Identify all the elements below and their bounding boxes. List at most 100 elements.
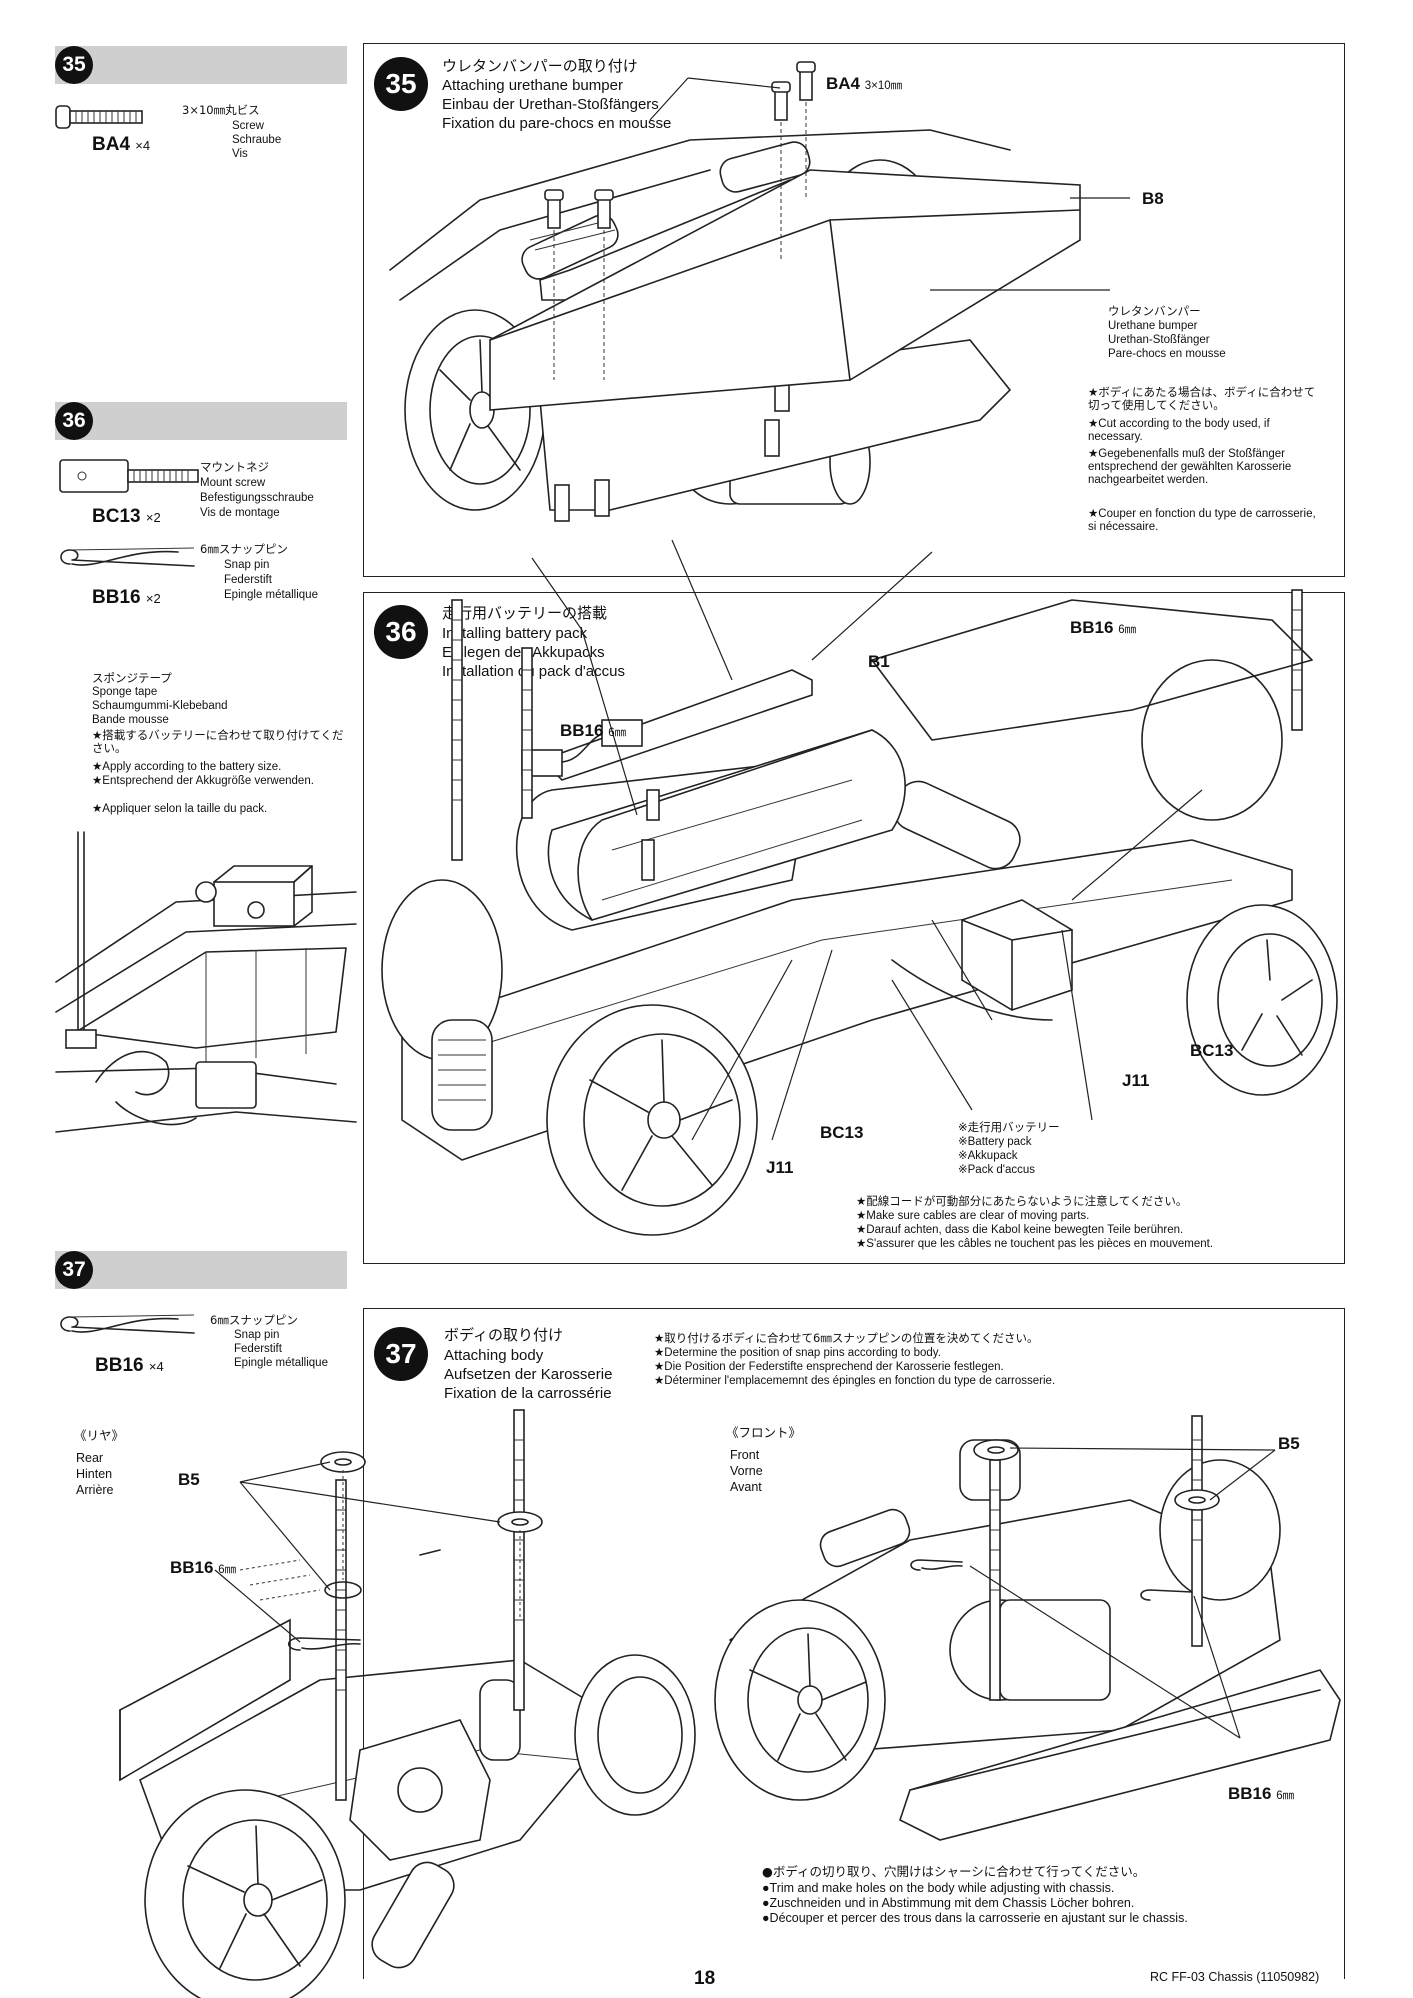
bc13-name-ja: マウントネジ <box>200 460 269 474</box>
sponge-name-de: Schaumgummi-Klebeband <box>92 700 228 712</box>
step36-bb16-left-label: BB16 6㎜ <box>560 721 627 740</box>
step37-sidebar-bar <box>55 1251 347 1289</box>
step36-sidebar-number: 36 <box>55 402 93 440</box>
bb16-s36-name-fr: Epingle métallique <box>224 589 318 601</box>
snap-pin-icon <box>60 1314 195 1334</box>
trim-note-de: ●Zuschneiden und in Abstimmung mit dem C… <box>762 1896 1135 1910</box>
step35-title-ja: ウレタンバンパーの取り付け <box>442 57 638 75</box>
step37-note-fr: ★Déterminer l'emplacememnt des épingles … <box>654 1375 1056 1387</box>
step35-note-en: ★Cut according to the body used, if nece… <box>1088 418 1270 443</box>
bumper-name-de: Urethan-Stoßfänger <box>1108 334 1210 346</box>
step37-title-en: Attaching body <box>444 1347 544 1364</box>
rear-label-fr: Arrière <box>76 1483 114 1497</box>
step36-number: 36 <box>374 605 428 659</box>
bumper-name-ja: ウレタンバンパー <box>1108 304 1201 318</box>
page-number: 18 <box>694 1968 716 1989</box>
bumper-name-en: Urethane bumper <box>1108 320 1198 332</box>
rear-label-de: Hinten <box>76 1467 113 1481</box>
step35-sidebar-number: 35 <box>55 46 93 84</box>
step36-note-ja: ★配線コードが可動部分にあたらないように注意してください。 <box>856 1194 1188 1208</box>
trim-note-ja: ●ボディの切り取り、穴開けはシャーシに合わせて行ってください。 <box>762 1864 1146 1879</box>
bb16-s37-name-ja: 6㎜スナップピン <box>210 1313 298 1327</box>
front-label-de: Vorne <box>730 1464 763 1478</box>
front-label-ja: 《フロント》 <box>726 1425 802 1440</box>
trim-note-en: ●Trim and make holes on the body while a… <box>762 1881 1115 1895</box>
step37-b5-right-label: B5 <box>1278 1434 1300 1453</box>
bc13-name-de: Befestigungsschraube <box>200 492 314 504</box>
screw-ba4-icon <box>55 105 143 129</box>
step36-bb16-right-label: BB16 6㎜ <box>1070 618 1137 637</box>
step35-title-en: Attaching urethane bumper <box>442 77 623 94</box>
step36-sidebar-bar <box>55 402 347 440</box>
step37-note-en: ★Determine the position of snap pins acc… <box>654 1347 941 1359</box>
bb16-s37-name-fr: Epingle métallique <box>234 1357 328 1369</box>
step37-rear-illustration <box>119 1409 696 1998</box>
bb16-s36-name-de: Federstift <box>224 574 272 586</box>
step36-battery-illustration <box>381 539 1338 1236</box>
rear-label-ja: 《リヤ》 <box>74 1428 125 1443</box>
ba4-name-fr: Vis <box>232 148 248 160</box>
sponge-note-fr: ★Appliquer selon la taille du pack. <box>92 803 268 815</box>
step37-title-fr: Fixation de la carrossérie <box>444 1385 612 1402</box>
step35-b8-label: B8 <box>1142 189 1164 208</box>
step37-note-ja: ★取り付けるボディに合わせて6㎜スナップピンの位置を決めてください。 <box>654 1331 1039 1345</box>
step35-note-ja: ★ボディにあたる場合は、ボディに合わせて切って使用してください。 <box>1088 385 1316 412</box>
battery-name-de: ※Akkupack <box>958 1150 1018 1162</box>
step36-note-de: ★Darauf achten, dass die Kabol keine bew… <box>856 1224 1184 1236</box>
step35-sidebar-bar <box>55 46 347 84</box>
ba4-size-label: 3×10㎜丸ビス <box>182 103 260 117</box>
step37-sidebar-number: 37 <box>55 1251 93 1289</box>
front-label-en: Front <box>730 1448 760 1462</box>
ba4-name-en: Screw <box>232 120 264 132</box>
bb16-s37-name-de: Federstift <box>234 1343 282 1355</box>
battery-name-fr: ※Pack d'accus <box>958 1164 1036 1176</box>
step35-bumper-illustration <box>389 61 1130 522</box>
snap-pin-icon <box>60 547 195 567</box>
step35-title-fr: Fixation du pare-chocs en mousse <box>442 115 672 132</box>
battery-name-ja: ※走行用バッテリー <box>958 1120 1060 1134</box>
step36-title-ja: 走行用バッテリーの搭載 <box>442 604 608 622</box>
bb16-s36-code: BB16 ×2 <box>92 587 161 608</box>
step37-title-ja: ボディの取り付け <box>444 1326 563 1344</box>
front-label-fr: Avant <box>730 1480 762 1494</box>
bb16-s37-code: BB16 ×4 <box>95 1355 164 1376</box>
model-footer: RC FF-03 Chassis (11050982) <box>1150 1970 1320 1984</box>
bb16-s36-name-ja: 6㎜スナップピン <box>200 542 288 556</box>
step35-note-fr: ★Couper en fonction du type de carrosser… <box>1088 508 1316 533</box>
step36-title-en: Installing battery pack <box>442 625 588 642</box>
rear-label-en: Rear <box>76 1451 104 1465</box>
step36-note-fr: ★S'assurer que les câbles ne touchent pa… <box>856 1238 1214 1250</box>
step37-bb16-right-label: BB16 6㎜ <box>1228 1784 1295 1803</box>
step36-note-en: ★Make sure cables are clear of moving pa… <box>856 1210 1090 1222</box>
step35-title-de: Einbau der Urethan-Stoßfängers <box>442 96 659 113</box>
step37-bb16-left-label: BB16 6㎜ <box>170 1558 237 1577</box>
step37-number: 37 <box>374 1327 428 1381</box>
step36-bc13-right-label: BC13 <box>1190 1041 1234 1060</box>
bc13-name-en: Mount screw <box>200 477 266 489</box>
step36-j11-right-label: J11 <box>1122 1071 1150 1090</box>
bumper-name-fr: Pare-chocs en mousse <box>1108 348 1226 360</box>
step37-note-de: ★Die Position der Federstifte ensprechen… <box>654 1361 1004 1373</box>
step36-bc13-bottom-label: BC13 <box>820 1123 864 1142</box>
bb16-s37-name-en: Snap pin <box>234 1329 280 1341</box>
step36-title-fr: Installation du pack d'accus <box>442 663 625 680</box>
step35-note-de: ★Gegebenenfalls muß der Stoßfänger entsp… <box>1088 448 1292 486</box>
sponge-note-ja: ★搭載するバッテリーに合わせて取り付けてください。 <box>92 728 344 755</box>
step35-number: 35 <box>374 57 428 111</box>
step37-b5-left-label: B5 <box>178 1470 200 1489</box>
step36-b1-label: B1 <box>868 652 890 671</box>
trim-note-fr: ●Découper et percer des trous dans la ca… <box>762 1911 1188 1925</box>
mount-screw-bc13-icon <box>59 459 199 493</box>
bc13-name-fr: Vis de montage <box>200 507 280 519</box>
step37-front-illustration <box>714 1415 1341 1841</box>
sponge-name-ja: スポンジテープ <box>92 671 172 685</box>
sponge-tape-illustration <box>55 831 357 1133</box>
ba4-code: BA4 ×4 <box>92 134 151 155</box>
step37-title-de: Aufsetzen der Karosserie <box>444 1366 613 1383</box>
sponge-note-de: ★Entsprechend der Akkugröße verwenden. <box>92 775 314 787</box>
battery-name-en: ※Battery pack <box>958 1136 1032 1148</box>
bc13-code: BC13 ×2 <box>92 506 161 527</box>
ba4-name-de: Schraube <box>232 134 282 146</box>
sponge-name-en: Sponge tape <box>92 686 158 698</box>
sponge-note-en: ★Apply according to the battery size. <box>92 761 282 773</box>
